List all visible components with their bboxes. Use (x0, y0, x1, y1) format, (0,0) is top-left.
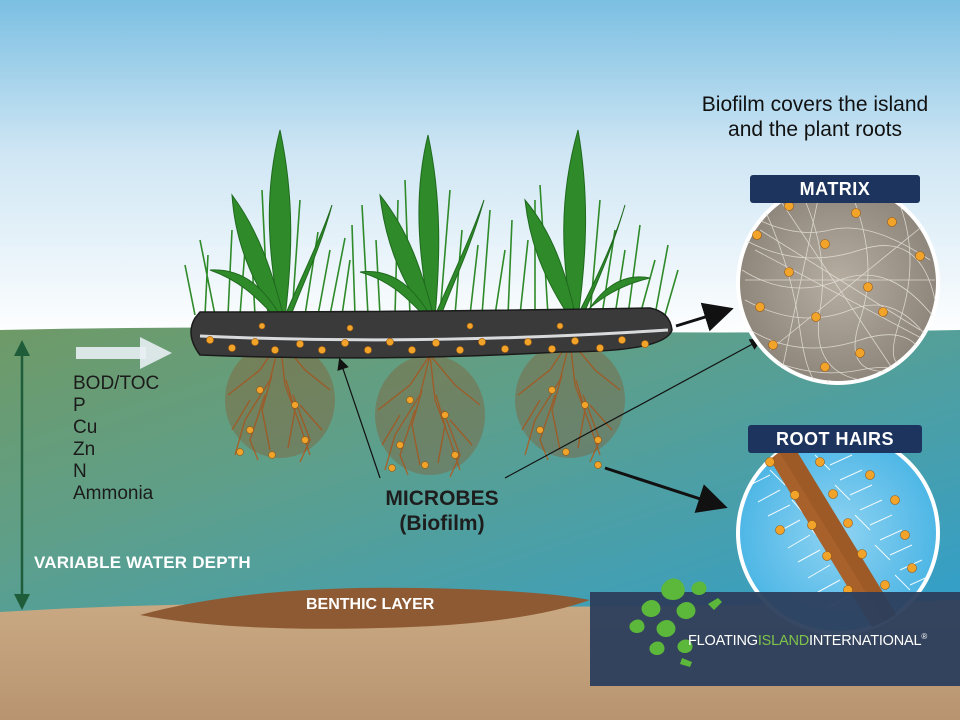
pollutant-list: BOD/TOC P Cu Zn N Ammonia (73, 373, 159, 505)
pollutant-item: P (73, 395, 159, 417)
microbes-label-line1: MICROBES (362, 486, 522, 511)
water-depth-label: VARIABLE WATER DEPTH (34, 553, 251, 573)
pollutant-item: Ammonia (73, 483, 159, 505)
brand-name-part1: FLOATING (688, 633, 758, 649)
pollutant-item: Zn (73, 439, 159, 461)
brand-name: FLOATINGISLANDINTERNATIONAL® (688, 632, 927, 649)
matrix-label: MATRIX (750, 175, 920, 203)
brand-name-part3: INTERNATIONAL (809, 633, 921, 649)
frog-leaf-cluster-icon (622, 566, 732, 670)
biofilm-caption: Biofilm covers the island and the plant … (690, 92, 940, 142)
pollutant-item: Cu (73, 417, 159, 439)
biofilm-caption-line2: and the plant roots (690, 117, 940, 142)
pollutant-item: BOD/TOC (73, 373, 159, 395)
microbes-label-line2: (Biofilm) (362, 511, 522, 536)
root-hairs-label: ROOT HAIRS (748, 425, 922, 453)
microbes-label: MICROBES (Biofilm) (362, 486, 522, 536)
benthic-layer-label: BENTHIC LAYER (306, 596, 434, 614)
biofilm-caption-line1: Biofilm covers the island (690, 92, 940, 117)
registered-mark: ® (921, 632, 927, 641)
brand-name-part2: ISLAND (758, 633, 809, 649)
pollutant-item: N (73, 461, 159, 483)
